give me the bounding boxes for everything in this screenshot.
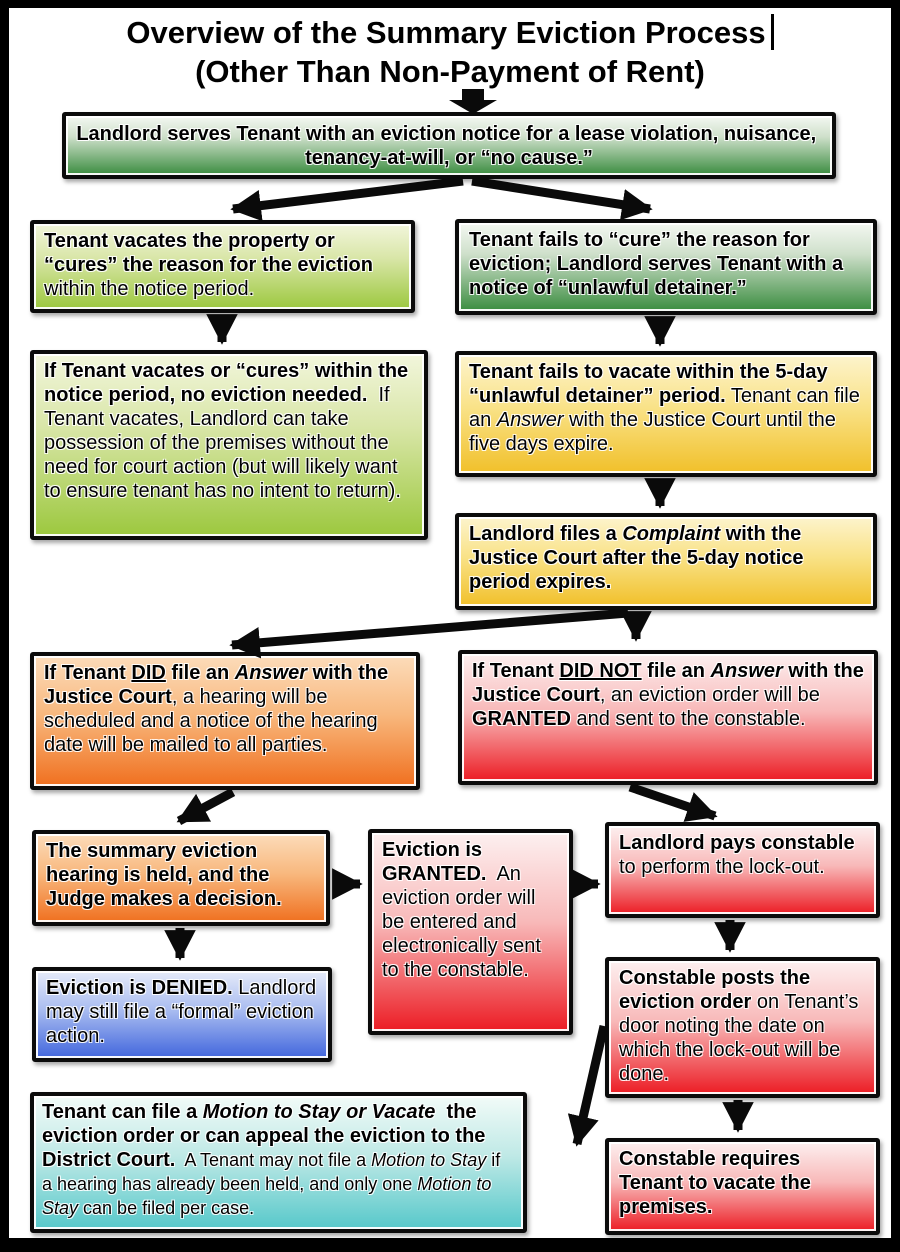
arrow-serve-notice-to-tenant-cures (230, 176, 464, 222)
text-segment: Landlord pays constable (619, 832, 855, 854)
flow-box-tenant-did-file-answer: If Tenant DID file an Answer with the Ju… (30, 652, 420, 790)
text-segment: DID (131, 662, 166, 684)
flow-box-landlord-files-complaint: Landlord files a Complaint with the Just… (455, 513, 877, 610)
text-segment: Motion to Stay (42, 1174, 492, 1218)
text-segment: file an (165, 662, 235, 684)
text-segment: can be filed per case. (78, 1198, 255, 1218)
page-title-line2: (Other Than Non-Payment of Rent) (195, 53, 705, 89)
text-segment: , a hearing will be scheduled and a noti… (44, 686, 378, 756)
text-segment: Landlord files a (469, 523, 623, 545)
flow-box-eviction-denied: Eviction is DENIED. Landlord may still f… (32, 967, 332, 1062)
flow-box-tenant-fails-to-cure: Tenant fails to “cure” the reason for ev… (455, 219, 877, 315)
text-segment: within the notice period. (44, 278, 255, 300)
flow-box-tenant-fails-to-vacate: Tenant fails to vacate within the 5-day … (455, 351, 877, 477)
arrow-posts-order-to-motion-to-stay (567, 1024, 609, 1147)
flow-box-motion-to-stay: Tenant can file a Motion to Stay or Vaca… (30, 1092, 527, 1233)
text-segment: Motion to Stay or Vacate (202, 1101, 436, 1123)
flow-box-hearing-held: The summary eviction hearing is held, an… (32, 830, 330, 926)
text-segment: Tenant vacates the property or “cures” t… (44, 230, 373, 276)
text-segment: Constable posts the eviction order (619, 967, 811, 1013)
arrow-did-file-to-hearing (176, 788, 236, 825)
text-segment: Tenant fails to vacate within the 5-day … (469, 361, 828, 407)
text-segment: Tenant can file a (42, 1101, 203, 1123)
text-cursor (770, 13, 774, 50)
text-segment: on Tenant’s door noting the date on whic… (619, 991, 859, 1085)
text-segment: with the Justice Court after the 5-day n… (469, 523, 804, 593)
flow-box-constable-posts-order: Constable posts the eviction order on Te… (605, 957, 880, 1098)
text-segment: If Tenant vacates, Landlord can take pos… (44, 384, 401, 502)
text-segment: with the Justice Court (472, 660, 864, 706)
text-segment: Motion to Stay (371, 1150, 487, 1170)
flow-box-landlord-serves-notice: Landlord serves Tenant with an eviction … (62, 112, 836, 179)
arrow-title-to-serve-notice (449, 89, 497, 114)
flow-box-tenant-did-not-file-answer: If Tenant DID NOT file an Answer with th… (458, 650, 878, 785)
text-segment: DID NOT (559, 660, 642, 682)
page-title: Overview of the Summary Eviction Process… (0, 13, 900, 92)
text-segment: Landlord may still file a “formal” evict… (46, 977, 317, 1047)
text-segment: Constable requires Tenant to vacate the … (619, 1148, 811, 1218)
text-segment: to perform the lock-out. (619, 856, 825, 878)
arrow-did-not-file-to-pays-constable (628, 782, 718, 822)
flow-box-landlord-pays-constable: Landlord pays constable to perform the l… (605, 822, 880, 918)
text-segment: file an (641, 660, 711, 682)
flow-box-tenant-vacates-or-cures: Tenant vacates the property or “cures” t… (30, 220, 415, 313)
text-segment: If Tenant (472, 660, 560, 682)
text-segment: the eviction order or can appeal the evi… (42, 1101, 486, 1171)
text-segment: Answer (710, 660, 783, 682)
text-segment: with the Justice Court until the five da… (469, 409, 836, 455)
text-segment: If Tenant (44, 662, 132, 684)
text-segment: If Tenant vacates or “cures” within the … (44, 360, 409, 406)
text-segment: A Tenant may not file a (175, 1150, 372, 1170)
arrow-complaint-to-did-file (229, 608, 629, 659)
text-segment: An eviction order will be entered and el… (382, 863, 541, 981)
arrow-serve-notice-to-fails-cure (471, 176, 653, 221)
text-segment: Answer (496, 409, 564, 431)
text-segment: GRANTED (472, 708, 571, 730)
text-segment: and sent to the constable. (570, 708, 806, 730)
text-segment: , an eviction order will be (599, 684, 820, 706)
text-segment: Eviction is GRANTED. (382, 839, 487, 885)
flow-box-no-eviction-needed: If Tenant vacates or “cures” within the … (30, 350, 428, 540)
flow-box-eviction-granted: Eviction is GRANTED. An eviction order w… (368, 829, 573, 1035)
text-segment: Tenant fails to “cure” the reason for ev… (469, 229, 844, 299)
text-segment: Answer (234, 662, 308, 684)
text-segment: Landlord serves Tenant with an eviction … (76, 122, 822, 169)
page-title-line1: Overview of the Summary Eviction Process (126, 15, 766, 50)
flow-box-constable-requires-vacate: Constable requires Tenant to vacate the … (605, 1138, 880, 1235)
text-segment: with the Justice Court (44, 662, 389, 708)
text-segment: The summary eviction hearing is held, an… (46, 840, 282, 910)
text-segment: Tenant can file an (469, 385, 860, 431)
text-segment: Complaint (622, 523, 721, 545)
text-segment: if a hearing has already been held, and … (42, 1150, 501, 1194)
text-segment: Eviction is DENIED. (46, 977, 233, 999)
